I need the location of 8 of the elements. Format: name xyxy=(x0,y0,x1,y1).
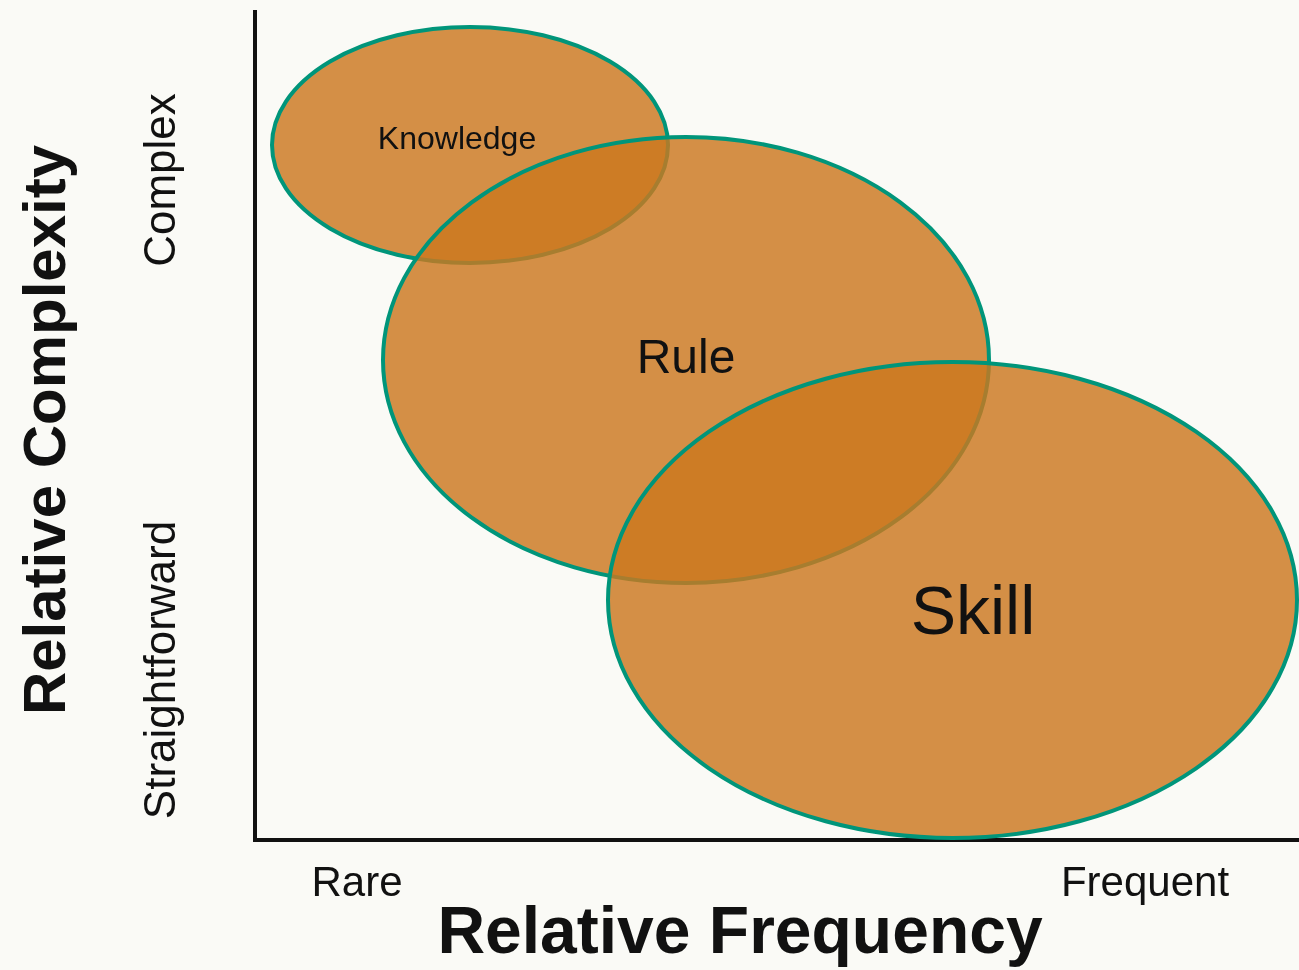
node-label: Knowledge xyxy=(377,122,537,154)
axis-end-label: Complex xyxy=(138,93,182,267)
axis-title: Relative Complexity xyxy=(15,144,75,716)
axis-end-label: Frequent xyxy=(1060,861,1230,903)
node-label: Rule xyxy=(636,333,736,381)
axis-end-label: Rare xyxy=(311,861,403,903)
node-label: Skill xyxy=(910,576,1036,644)
axis-end-label: Straightforward xyxy=(138,520,182,820)
